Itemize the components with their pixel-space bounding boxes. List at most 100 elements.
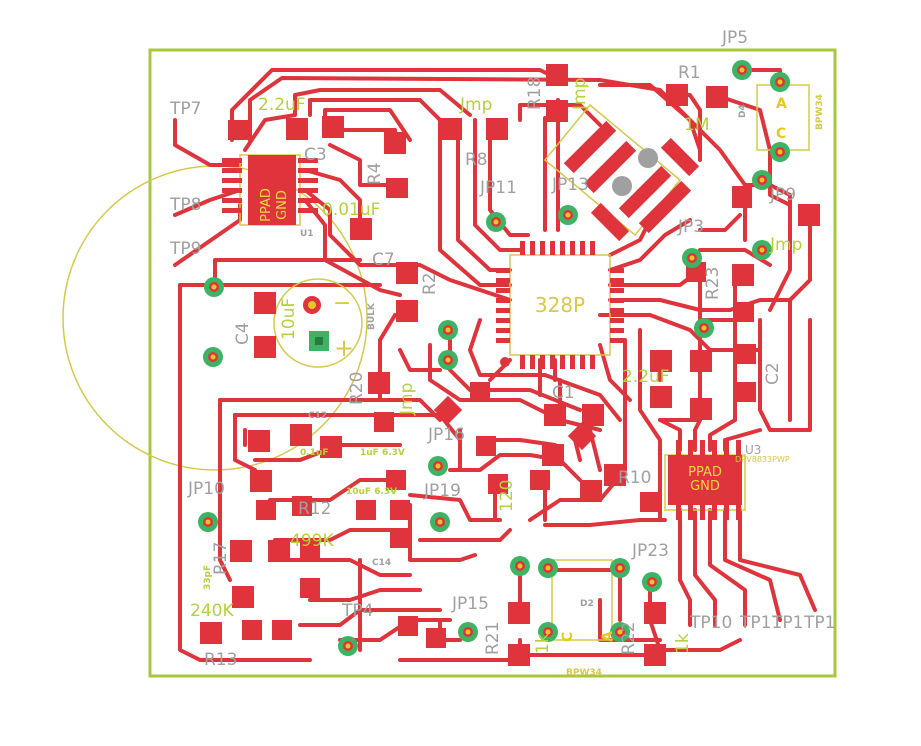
pad — [350, 218, 372, 240]
via-drill — [435, 463, 441, 469]
via-drill — [445, 357, 451, 363]
pad — [583, 140, 637, 194]
pad — [666, 84, 688, 106]
smd-pads — [200, 64, 820, 666]
label-c14: C14 — [372, 558, 391, 568]
mcu-pin — [610, 308, 624, 313]
label-jp9: JP9 — [769, 185, 796, 205]
pad — [374, 412, 394, 432]
pad — [582, 404, 604, 426]
mcu-pin — [580, 241, 585, 255]
mcu-pin — [496, 328, 510, 333]
cap-c4-pads: + − — [303, 291, 354, 362]
u3-pin — [688, 504, 693, 520]
mcu-pin — [496, 298, 510, 303]
pad — [542, 444, 564, 466]
via-drill — [545, 565, 551, 571]
mcu-pin — [610, 338, 624, 343]
pad — [640, 492, 660, 512]
label-c3: C3 — [304, 145, 327, 165]
label-jmp-r18: Jmp — [570, 78, 590, 111]
u3-pin — [688, 440, 693, 456]
via-drill — [445, 327, 451, 333]
via-drill — [493, 219, 499, 225]
label-r21: R21 — [483, 622, 503, 655]
pad — [638, 180, 692, 234]
label-r1: R1 — [678, 63, 701, 83]
label-tp13: TP1 — [803, 613, 835, 633]
vias — [198, 60, 790, 656]
u3-pin — [724, 504, 729, 520]
pad — [398, 616, 418, 636]
pad — [563, 120, 617, 174]
mcu-pin — [590, 355, 595, 369]
pad — [256, 500, 276, 520]
crystal-pads — [563, 120, 700, 242]
via-drill — [689, 255, 695, 261]
pad — [228, 120, 250, 140]
pad — [396, 300, 418, 322]
mcu-pin — [496, 278, 510, 283]
label-tp9: TP9 — [169, 239, 201, 259]
label-jp19: JP19 — [423, 481, 461, 501]
u3-pin — [736, 440, 741, 456]
label-r22: R22 — [619, 622, 639, 655]
pad — [356, 500, 376, 520]
mcu-pin — [520, 241, 525, 255]
pad — [644, 602, 666, 624]
label-bpw34-bottom: BPW34 — [566, 668, 602, 678]
u3-pin — [700, 504, 705, 520]
led-markings: A C C A — [560, 96, 787, 642]
label-tp7: TP7 — [169, 99, 201, 119]
board-outline — [148, 48, 837, 678]
crystal-hole — [612, 176, 632, 196]
mcu-pin — [496, 268, 510, 273]
via-drill — [739, 67, 745, 73]
mcu-pin — [496, 288, 510, 293]
pad — [250, 470, 272, 492]
u1-thermal-pad — [248, 155, 296, 225]
label-tp8: TP8 — [169, 195, 201, 215]
label-2-2uf-top: 2.2uF — [258, 95, 306, 115]
label-d4: D4 — [738, 104, 748, 118]
pad — [248, 430, 270, 452]
silk-labels: JP5 R1 TP7 TP8 TP9 2.2uF C3 R4 0.01uF Jm… — [169, 28, 835, 670]
label-r18: R18 — [525, 77, 545, 110]
pad — [546, 100, 568, 122]
mcu-pin1-dot — [500, 357, 510, 367]
label-r23: R23 — [703, 267, 723, 300]
mcu-pin — [550, 241, 555, 255]
pad — [604, 464, 626, 486]
label-r12: R12 — [298, 499, 331, 519]
pad — [200, 622, 222, 644]
via-drill — [517, 563, 523, 569]
label-r2: R2 — [420, 272, 440, 295]
pad — [254, 292, 276, 314]
via-drill — [777, 79, 783, 85]
pad — [618, 165, 672, 219]
pad — [544, 404, 566, 426]
mcu-pin — [610, 328, 624, 333]
pad — [390, 500, 410, 520]
label-1uf-6v3: 1uF 6.3V — [360, 448, 405, 458]
pad — [486, 118, 508, 140]
label-jp10: JP10 — [187, 479, 225, 499]
pad — [660, 137, 700, 177]
u3-ref: U3 — [745, 443, 761, 457]
ic-u1: PPAD GND — [222, 155, 318, 225]
mcu-pin — [530, 355, 535, 369]
mcu-pin — [560, 241, 565, 255]
led-a-bottom: A — [600, 631, 616, 642]
label-jp5: JP5 — [721, 28, 748, 48]
via-drill — [211, 284, 217, 290]
u3-pin — [736, 504, 741, 520]
pad — [268, 540, 290, 562]
pad — [508, 602, 530, 624]
pad — [322, 116, 344, 138]
pad — [300, 578, 320, 598]
u1-pad-label-line2: GND — [275, 190, 290, 220]
label-jp11: JP11 — [479, 178, 517, 198]
pad — [470, 382, 490, 402]
mcu-pin — [540, 241, 545, 255]
u3-pin — [700, 440, 705, 456]
